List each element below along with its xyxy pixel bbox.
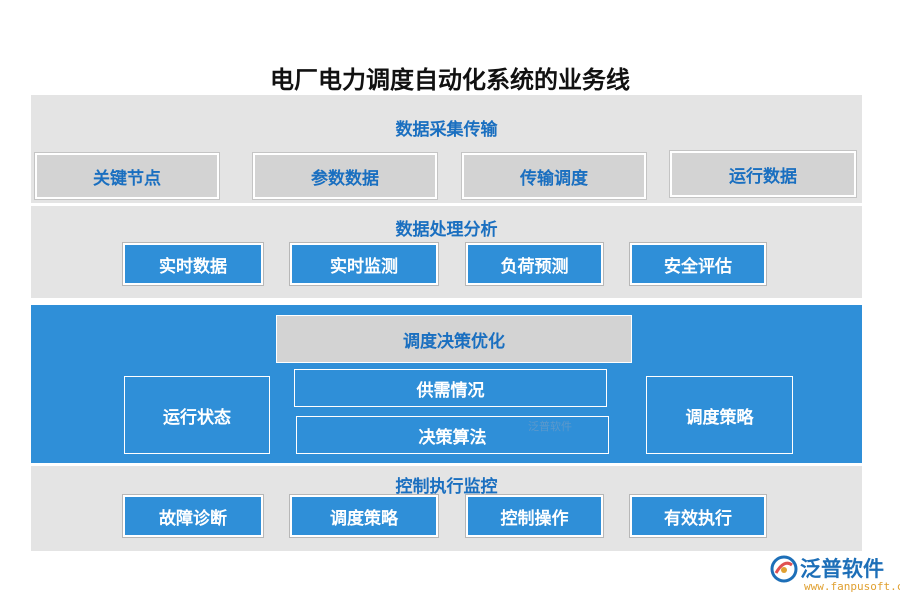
band-decision-optimization: 调度决策优化 运行状态 供需情况 决策算法 调度策略: [31, 305, 862, 463]
node-decision-optimization-header: 调度决策优化: [276, 315, 632, 363]
node-key-nodes: 关键节点: [35, 153, 219, 199]
band-title-acquisition: 数据采集传输: [395, 120, 498, 140]
band-control-monitoring: 控制执行监控 故障诊断 调度策略 控制操作 有效执行: [31, 466, 862, 551]
node-transmission-dispatch: 传输调度: [462, 153, 646, 199]
node-safety-assessment: 安全评估: [630, 243, 766, 285]
diagram-title: 电厂电力调度自动化系统的业务线: [270, 66, 630, 94]
node-operation-data: 运行数据: [670, 151, 856, 197]
band-data-acquisition: 数据采集传输 关键节点 参数数据 传输调度 运行数据: [31, 95, 862, 203]
band-data-processing: 数据处理分析 实时数据 实时监测 负荷预测 安全评估: [31, 206, 862, 298]
node-control-operation: 控制操作: [466, 495, 603, 537]
watermark-text: 泛普软件: [528, 420, 572, 433]
node-supply-demand: 供需情况: [294, 369, 607, 407]
band-title-control: 控制执行监控: [395, 477, 498, 497]
node-fault-diagnosis: 故障诊断: [123, 495, 263, 537]
logo-icon: [770, 555, 798, 583]
logo-name: 泛普软件: [800, 557, 884, 581]
band-title-processing: 数据处理分析: [395, 220, 498, 240]
logo-url: www.fanpusoft.com: [804, 580, 900, 593]
node-decision-algorithm: 决策算法: [296, 416, 609, 454]
node-operating-status: 运行状态: [124, 376, 270, 454]
node-dispatch-strategy: 调度策略: [290, 495, 438, 537]
node-parameter-data: 参数数据: [253, 153, 437, 199]
fanpu-logo: 泛普软件 www.fanpusoft.com: [770, 553, 900, 595]
node-load-forecast: 负荷预测: [466, 243, 603, 285]
node-effective-execution: 有效执行: [630, 495, 766, 537]
node-realtime-monitoring: 实时监测: [290, 243, 438, 285]
node-dispatch-strategy-right: 调度策略: [646, 376, 793, 454]
node-realtime-data: 实时数据: [123, 243, 263, 285]
